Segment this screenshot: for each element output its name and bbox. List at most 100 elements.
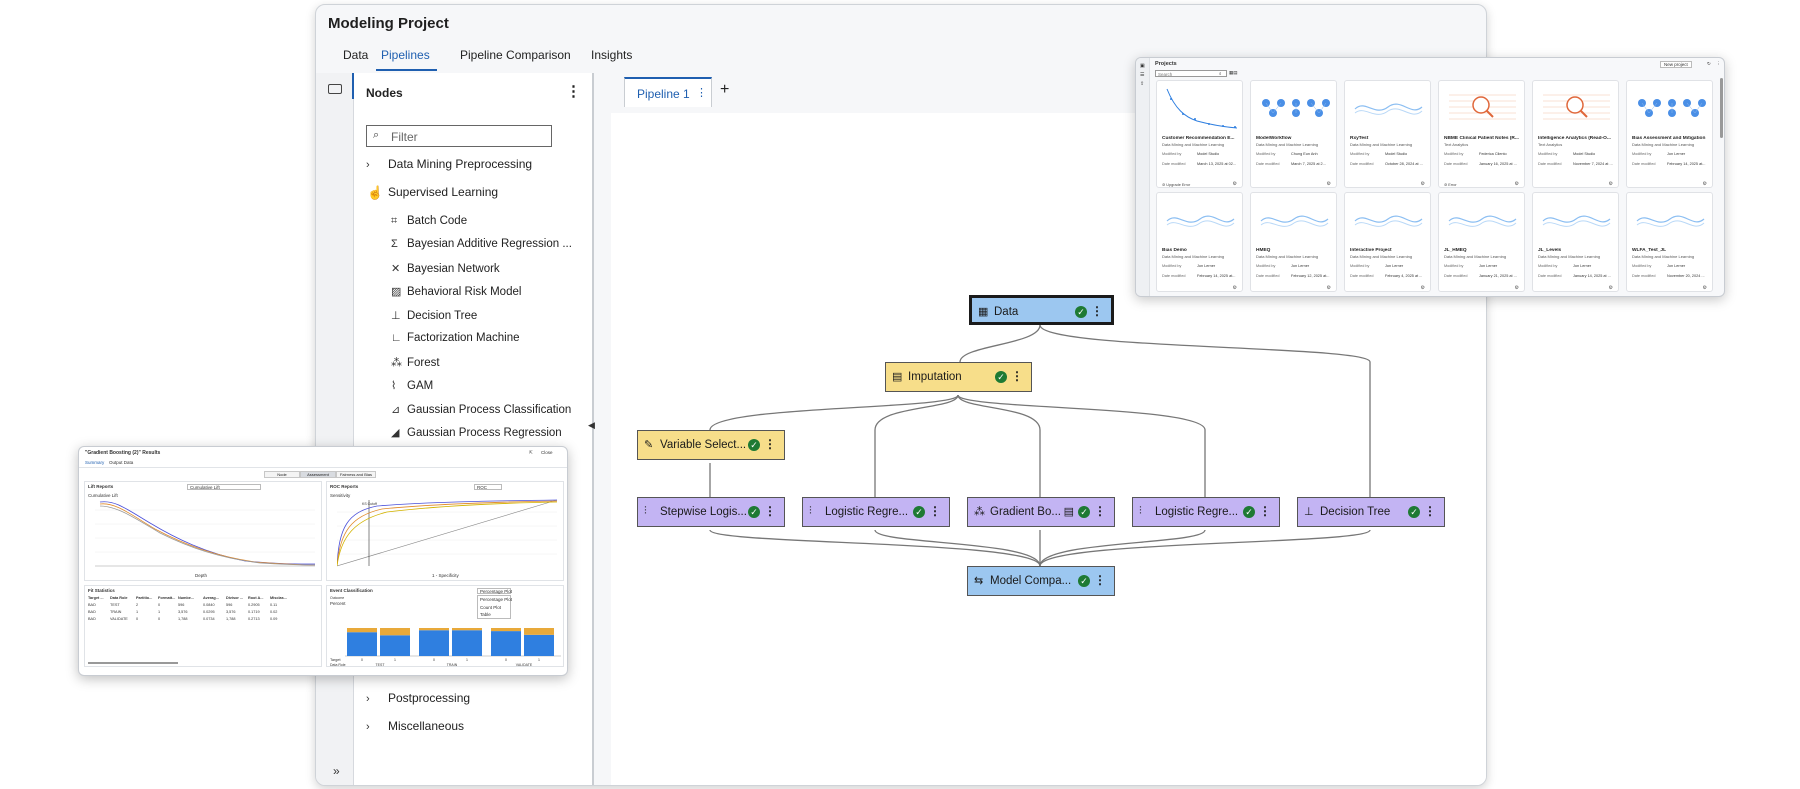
pipeline-node-variable-selection[interactable]: ✎ Variable Select... ✓ ⋮	[637, 430, 785, 460]
project-card[interactable]: NBME Clinical Patient Notes (R...Text An…	[1438, 80, 1525, 188]
pipeline-node-logistic-regression-1[interactable]: ⫶ Logistic Regre... ✓ ⋮	[802, 497, 950, 527]
pipeline-node-imputation[interactable]: ▤ Imputation ✓ ⋮	[885, 362, 1032, 392]
group-miscellaneous[interactable]: ›Miscellaneous	[366, 719, 465, 733]
refresh-icon[interactable]: ↻	[1707, 61, 1711, 66]
settings-icon[interactable]: ⚙	[1514, 285, 1519, 291]
node-menu-icon[interactable]: ⋮	[1259, 504, 1271, 518]
node-item-gam[interactable]: ⌇GAM	[391, 380, 434, 392]
group-supervised-learning[interactable]: Supervised Learning	[388, 185, 499, 199]
node-item-bayesian-network[interactable]: ✕Bayesian Network	[391, 263, 500, 275]
pipeline-node-stepwise-logistic[interactable]: ⫶ Stepwise Logis... ✓ ⋮	[637, 497, 785, 527]
vertical-scrollbar[interactable]	[1720, 78, 1723, 138]
expand-icon[interactable]: ⇱	[529, 450, 533, 455]
nodes-panel-icon[interactable]	[328, 84, 342, 94]
lift-dropdown[interactable]: Cumulative Lift	[187, 484, 261, 490]
pipeline-node-decision-tree[interactable]: ⊥ Decision Tree ✓ ⋮	[1297, 497, 1445, 527]
node-item-decision-tree[interactable]: ⊥Decision Tree	[391, 310, 478, 322]
roc-dropdown[interactable]: ROC	[474, 484, 502, 490]
results-tab-summary[interactable]: Summary	[85, 460, 105, 465]
menu-item-table[interactable]: Table	[480, 612, 491, 617]
settings-icon[interactable]: ⚙	[1326, 285, 1331, 291]
modified-by-label: Modified by	[1538, 152, 1558, 156]
node-menu-icon[interactable]: ⋮	[929, 504, 941, 518]
settings-icon[interactable]: ⚙	[1420, 285, 1425, 291]
tab-pipelines[interactable]: Pipelines	[381, 48, 430, 62]
grid-view-icon[interactable]: ▦▤	[1229, 70, 1238, 75]
node-item-forest[interactable]: ⁂Forest	[391, 357, 440, 369]
deploy-icon[interactable]: ⇪	[1140, 81, 1145, 87]
data-table-icon: ▦	[978, 306, 989, 318]
more-options-icon[interactable]: ⋮	[1716, 61, 1721, 66]
tab-data[interactable]: Data	[343, 48, 369, 62]
event-title: Event Classification	[330, 588, 373, 593]
pipeline-node-logistic-regression-2[interactable]: ⫶ Logistic Regre... ✓ ⋮	[1132, 497, 1280, 527]
project-title: Bias Demo	[1162, 248, 1187, 253]
node-item-factorization-machine[interactable]: ∟Factorization Machine	[391, 332, 520, 344]
event-dropdown[interactable]: Percentage Plot	[477, 588, 512, 594]
settings-icon[interactable]: ⚙	[1420, 181, 1425, 187]
add-pipeline-button[interactable]: +	[720, 81, 730, 98]
node-menu-icon[interactable]: ⋮	[1091, 304, 1103, 318]
settings-icon[interactable]: ⚙	[1702, 181, 1707, 187]
nodes-menu-icon[interactable]: ⋮	[566, 83, 581, 100]
project-card[interactable]: Intelligence Analytics (Read-O...Text An…	[1532, 80, 1619, 188]
tab-pipeline-1[interactable]: Pipeline 1 ⋮	[624, 77, 712, 107]
settings-icon[interactable]: ⚙	[1514, 181, 1519, 187]
menu-item-count-plot[interactable]: Count Plot	[480, 605, 502, 610]
horizontal-scrollbar[interactable]	[88, 662, 178, 664]
pipeline-node-model-comparison[interactable]: ⇆ Model Compa... ✓ ⋮	[967, 566, 1115, 596]
view-node-button[interactable]: Node	[264, 471, 300, 478]
node-menu-icon[interactable]: ⋮	[1094, 504, 1106, 518]
menu-item-percentage-plot[interactable]: Percentage Plot	[480, 597, 513, 602]
group-data-mining-preprocessing[interactable]: ›Data Mining Preprocessing	[366, 157, 533, 171]
settings-icon[interactable]: ⚙	[1326, 181, 1331, 187]
node-item-behavioral-risk-model[interactable]: ▨Behavioral Risk Model	[391, 286, 522, 298]
node-menu-icon[interactable]: ⋮	[764, 504, 776, 518]
results-close-button[interactable]: Close	[541, 450, 553, 455]
target-tick-label: 1	[466, 658, 468, 662]
pipeline-tab-menu-icon[interactable]: ⋮	[696, 87, 707, 99]
view-assessment-button[interactable]: Assessment	[300, 471, 336, 478]
modified-by-value: Federica Cilento	[1479, 152, 1507, 156]
results-tab-output-data[interactable]: Output Data	[109, 460, 134, 465]
node-menu-icon[interactable]: ⋮	[1094, 573, 1106, 587]
pipeline-node-gradient-boosting[interactable]: ⁂ Gradient Bo... ▤ ✓ ⋮	[967, 497, 1115, 527]
expand-rail-icon[interactable]: »	[333, 764, 340, 778]
node-item-batch-code[interactable]: ⌗Batch Code	[391, 215, 468, 227]
table-cell: 1,788	[178, 617, 188, 621]
regression-icon: ⫶	[1139, 505, 1142, 517]
node-menu-icon[interactable]: ⋮	[1011, 369, 1023, 383]
settings-icon[interactable]: ⚙	[1608, 181, 1613, 187]
tab-insights[interactable]: Insights	[591, 48, 633, 62]
view-fairness-button[interactable]: Fairness and Bias	[336, 471, 376, 478]
node-menu-icon[interactable]: ⋮	[764, 437, 776, 451]
new-project-button[interactable]: New project	[1660, 61, 1692, 68]
collapse-panel-icon[interactable]: ◀	[588, 420, 595, 430]
node-menu-icon[interactable]: ⋮	[1424, 504, 1436, 518]
settings-icon[interactable]: ⚙	[1608, 285, 1613, 291]
tab-pipeline-comparison[interactable]: Pipeline Comparison	[460, 48, 571, 62]
pipelines-icon[interactable]: ☰	[1140, 72, 1145, 78]
settings-icon[interactable]: ⚙	[1232, 285, 1237, 291]
settings-icon[interactable]: ⚙	[1702, 285, 1707, 291]
pipeline-node-data[interactable]: ▦ Data ✓ ⋮	[969, 295, 1114, 325]
group-postprocessing[interactable]: ›Postprocessing	[366, 691, 471, 705]
projects-icon[interactable]: ▣	[1140, 63, 1145, 69]
settings-icon[interactable]: ⚙	[1232, 181, 1237, 187]
bar-incorrect	[491, 628, 521, 632]
project-card[interactable]: Customer Recommendation E...Data Mining …	[1156, 80, 1243, 188]
filter-input[interactable]: ⌕ Filter	[366, 125, 552, 147]
node-item-gaussian-process-classification[interactable]: ⊿Gaussian Process Classification	[391, 404, 572, 416]
projects-search-input[interactable]: Search ⌕	[1155, 70, 1227, 77]
node-item-gaussian-process-regression[interactable]: ◢Gaussian Process Regression	[391, 427, 562, 439]
